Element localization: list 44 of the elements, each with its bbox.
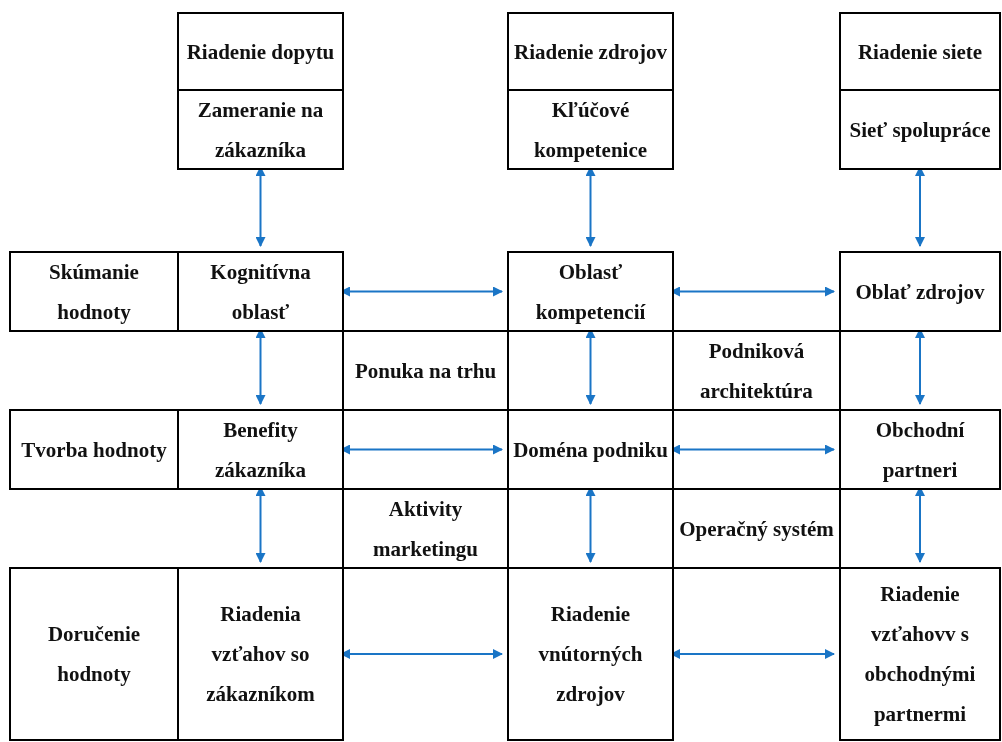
table-cell	[839, 567, 1001, 741]
cell-text: Riadenie dopytu	[186, 38, 335, 66]
cell-text: Doména podniku	[513, 436, 668, 464]
table-cell	[839, 12, 1001, 91]
cell-text: Aktivity marketingu	[372, 495, 479, 563]
cell-text: Obchodní partneri	[874, 416, 966, 484]
table-cell	[507, 12, 674, 91]
table-cell	[672, 488, 841, 569]
table-cell	[507, 567, 674, 741]
table-cell	[9, 409, 179, 490]
table-cell	[177, 567, 344, 741]
cell-text: Operačný systém	[679, 515, 834, 543]
table-cell	[9, 567, 179, 741]
cell-text: Skúmanie hodnoty	[48, 258, 140, 326]
cell-text: Kognitívna oblasť	[209, 258, 312, 326]
table-cell	[839, 251, 1001, 332]
table-cell	[839, 409, 1001, 490]
cell-text: Podniková architektúra	[699, 337, 814, 405]
cell-text: Oblať zdrojov	[855, 278, 985, 306]
table-cell	[177, 89, 344, 170]
table-cell	[507, 89, 674, 170]
cell-text: Sieť spolupráce	[849, 116, 991, 144]
table-cell	[839, 89, 1001, 170]
cell-text: Tvorba hodnoty	[21, 436, 167, 464]
table-cell	[177, 409, 344, 490]
table-cell	[507, 251, 674, 332]
cell-text: Riadenie vzťahovv s obchodnými partnermi	[863, 581, 977, 728]
table-cell	[342, 330, 509, 411]
cell-text: Riadenie siete	[857, 38, 983, 66]
cell-text: Kľúčové kompetenice	[532, 96, 649, 164]
cell-text: Riadenia vzťahov so zákazníkom	[205, 601, 316, 708]
table-cell	[507, 409, 674, 490]
cell-text: Zameranie na zákazníka	[196, 96, 325, 164]
table-cell	[342, 488, 509, 569]
table-cell	[177, 251, 344, 332]
cell-text: Oblasť kompetencií	[534, 258, 647, 326]
table-cell	[177, 12, 344, 91]
table-cell	[672, 330, 841, 411]
cell-text: Riadenie zdrojov	[514, 38, 667, 66]
cell-text: Riadenie vnútorných zdrojov	[537, 601, 644, 708]
cell-text: Doručenie hodnoty	[46, 621, 142, 688]
table-cell	[9, 251, 179, 332]
cell-text: Ponuka na trhu	[354, 357, 497, 385]
cell-text: Benefity zákazníka	[214, 416, 307, 484]
